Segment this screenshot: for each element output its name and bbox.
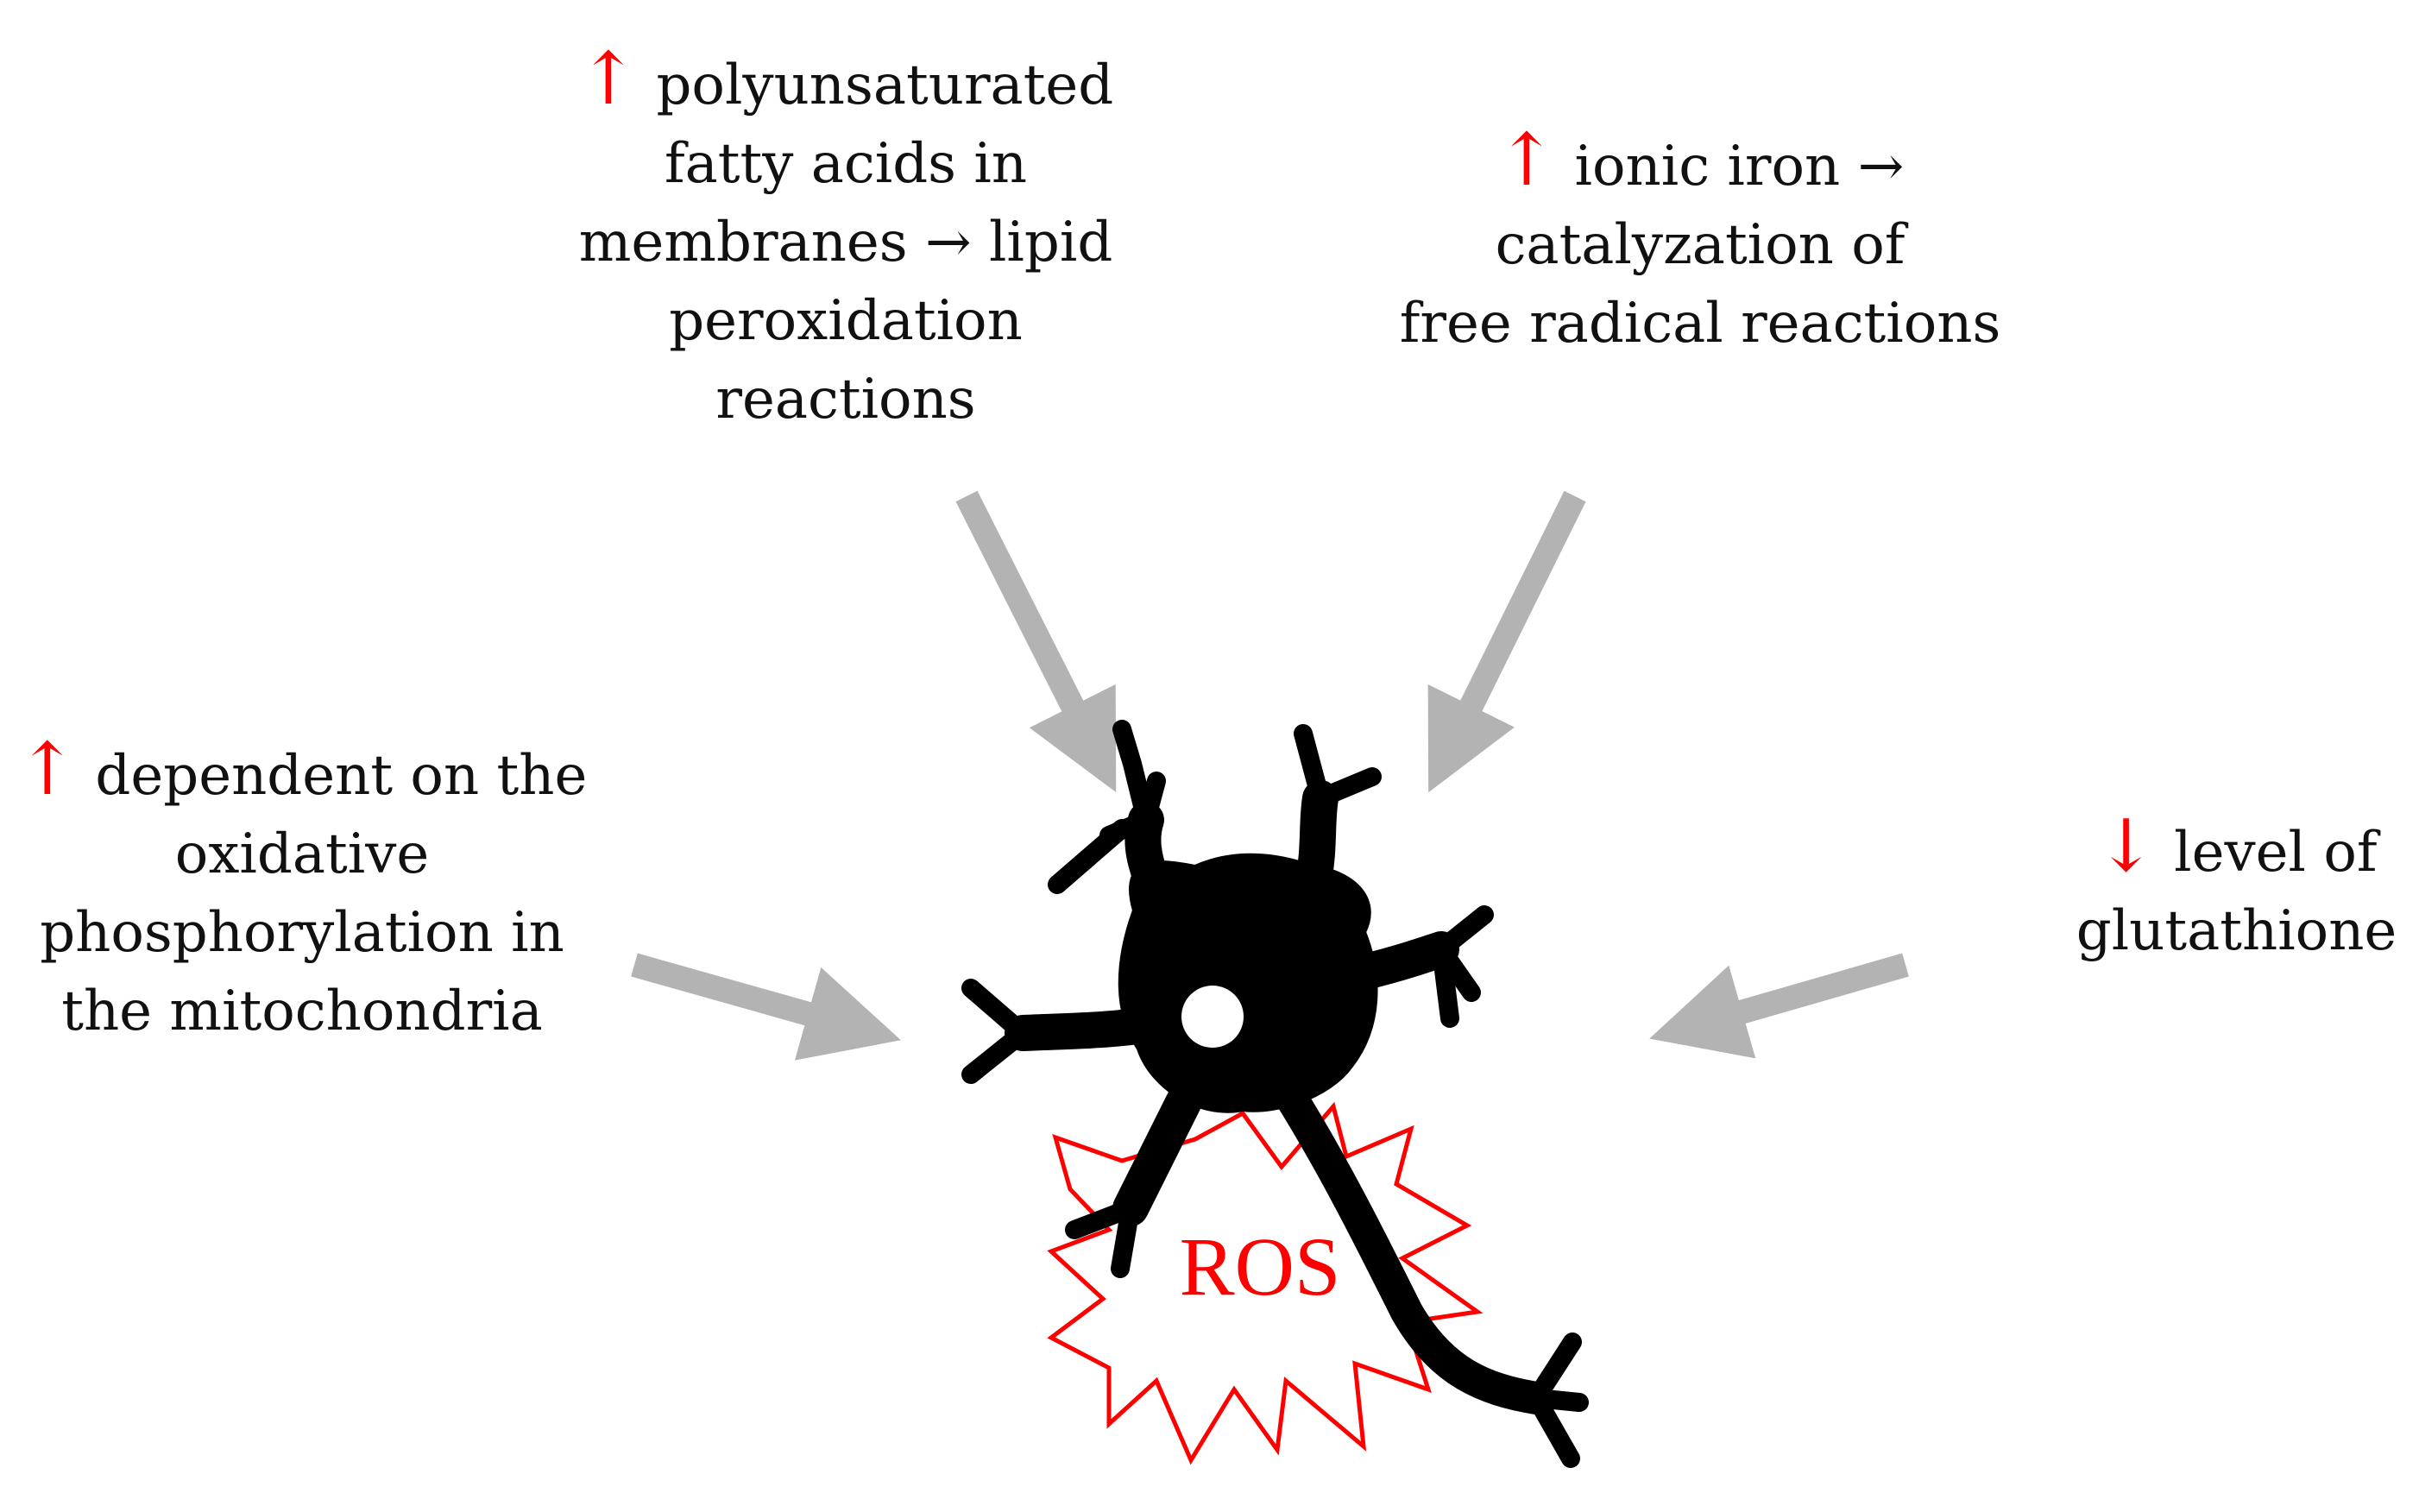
factor-oxphos-line-2: oxidative (174, 822, 430, 886)
down-arrow-icon: ↓ (2095, 803, 2157, 888)
up-arrow-icon: ↑ (1496, 117, 1558, 202)
factor-glutathione: ↓ level of glutathione (2054, 807, 2419, 971)
factor-oxphos-line-1: ↑ dependent on the (16, 727, 588, 811)
arrow-from-oxphos (631, 953, 901, 1061)
arrow-from-iron (1427, 490, 1586, 793)
factor-pufa-line-4: peroxidation (669, 289, 1023, 353)
factor-iron-line-3: free radical reactions (1399, 292, 2001, 356)
factor-oxphos-line-4: the mitochondria (61, 980, 543, 1043)
factor-iron: ↑ ionic iron → catalyzation of free radi… (1381, 121, 2019, 363)
factor-pufa-line-3: membranes → lipid (578, 211, 1113, 274)
factor-glutathione-line-1: ↓ level of (2095, 803, 2378, 888)
factor-oxphos-line-3: phosphorylation in (40, 901, 564, 965)
factor-iron-line-1: ↑ ionic iron → (1496, 117, 1905, 202)
factor-pufa: ↑ polyunsaturated fatty acids in membran… (552, 40, 1139, 439)
up-arrow-icon: ↑ (577, 36, 639, 121)
arrow-from-pufa (955, 490, 1117, 792)
factor-pufa-line-2: fatty acids in (664, 132, 1028, 196)
up-arrow-icon: ↑ (16, 727, 79, 811)
factor-glutathione-line-2: glutathione (2076, 899, 2397, 963)
ros-label: ROS (1180, 1220, 1341, 1313)
factor-oxphos: ↑ dependent on the oxidative phosphoryla… (0, 730, 604, 1051)
arrow-from-glutathione (1649, 953, 1909, 1059)
neuron-icon (961, 720, 1589, 1468)
factor-pufa-line-1: ↑ polyunsaturated (577, 36, 1114, 121)
factor-iron-line-2: catalyzation of (1495, 213, 1906, 277)
factor-pufa-line-5: reactions (715, 368, 976, 432)
